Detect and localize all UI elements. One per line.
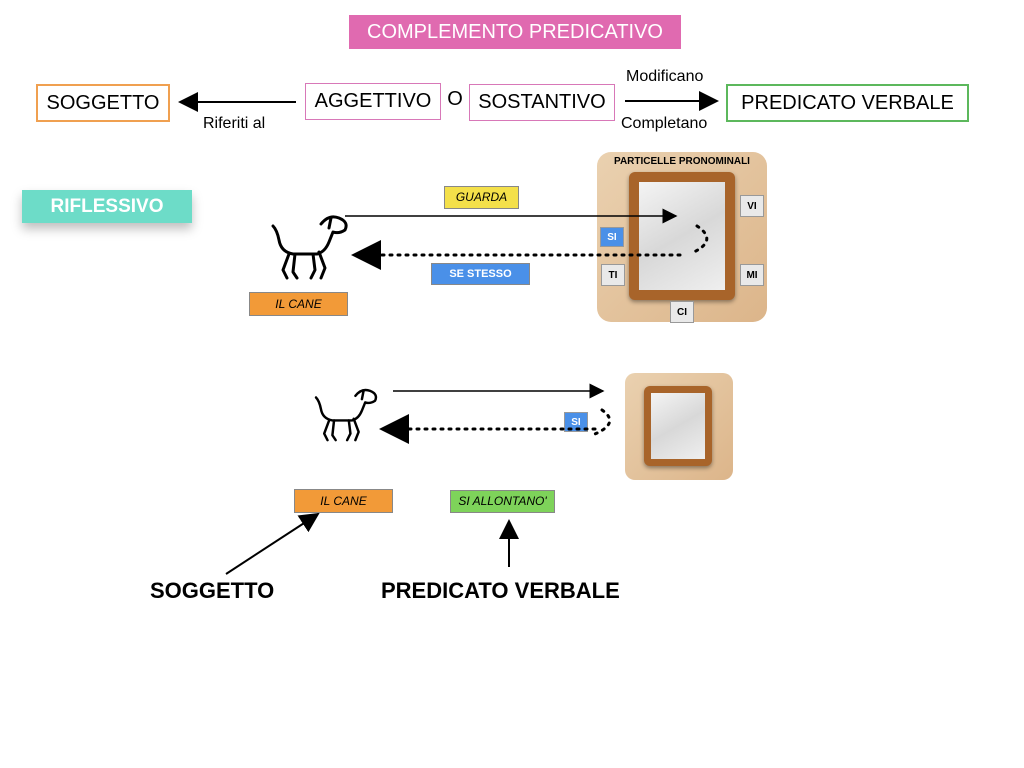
subject-label: SOGGETTO <box>150 578 275 603</box>
verb-label: PREDICATO VERBALE <box>381 578 620 603</box>
reflexive-badge: RIFLESSIVO <box>22 190 192 223</box>
page-title: COMPLEMENTO PREDICATIVO <box>349 15 681 49</box>
mirror-icon <box>644 386 712 466</box>
particle-mi: MI <box>740 264 764 286</box>
referred-label: Riferiti al <box>203 115 266 132</box>
arrow-icon <box>692 224 709 254</box>
complete-label: Completano <box>621 115 708 132</box>
example-verb-tag: SI ALLONTANO' <box>450 490 555 513</box>
example-subject-tag: IL CANE <box>294 489 393 513</box>
adjective-box: AGGETTIVO <box>305 83 441 120</box>
noun-box: SOSTANTIVO <box>469 84 615 121</box>
particle-si: SI <box>600 227 624 247</box>
particle-ci: CI <box>670 301 694 323</box>
subject-box: SOGGETTO <box>36 84 170 122</box>
dog-icon <box>314 388 378 442</box>
subject-tag: IL CANE <box>249 292 348 316</box>
modify-label: Modificano <box>626 68 704 85</box>
action-tag: GUARDA <box>444 186 519 209</box>
arrow-icon <box>225 512 320 575</box>
verb-box: PREDICATO VERBALE <box>726 84 969 122</box>
return-tag: SE STESSO <box>431 263 530 285</box>
example-particle: SI <box>564 412 588 432</box>
connector-or: O <box>447 88 463 110</box>
dog-icon <box>271 215 348 280</box>
particles-title: PARTICELLE PRONOMINALI <box>614 156 750 167</box>
arrow-icon <box>588 408 612 438</box>
mirror-icon <box>629 172 735 300</box>
particle-vi: VI <box>740 195 764 217</box>
particle-ti: TI <box>601 264 625 286</box>
